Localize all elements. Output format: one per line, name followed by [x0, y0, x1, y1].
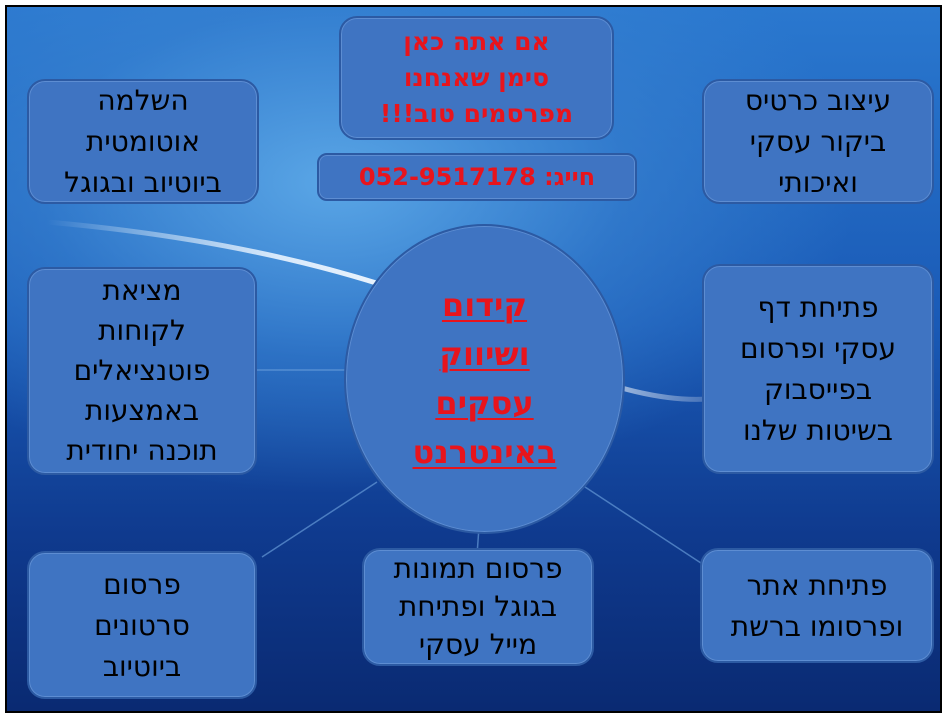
service-line: פרסום: [103, 567, 181, 601]
header-box: אם אתה כאן סימן שאנחנו מפרסמים טוב!!!: [339, 16, 614, 140]
service-line: בפייסבוק: [763, 373, 873, 406]
service-line: פתיחת דף: [757, 291, 879, 324]
center-topic-ellipse: קידום ושיווק עסקים באינטרנט: [344, 224, 625, 534]
service-line: פרסום תמונות: [393, 552, 563, 585]
service-line: בשיטות שלנו: [743, 414, 893, 447]
center-topic-line: עסקים: [435, 384, 534, 422]
service-line: השלמה: [97, 84, 189, 117]
service-line: לקוחות: [98, 314, 186, 347]
service-line: ביוטיוב ובגוגל: [64, 166, 222, 199]
service-line: ביקור עסקי: [749, 125, 887, 158]
center-topic-line: ושיווק: [439, 335, 530, 373]
service-line: עסקי ופרסום: [739, 332, 897, 365]
service-line: מציאת: [102, 274, 182, 307]
service-line: עיצוב כרטיס: [744, 84, 892, 117]
service-box-youtube-videos: פרסום סרטונים ביוטיוב: [27, 551, 257, 699]
connector-line-bottom-right: [581, 484, 708, 568]
connector-line-bottom-left: [261, 481, 378, 558]
service-line: ביוטיוב: [102, 649, 182, 683]
phone-box: חייג: 052-9517178: [317, 153, 637, 201]
service-box-find-customers: מציאת לקוחות פוטנציאלים באמצעות תוכנה יח…: [27, 267, 257, 475]
header-line: מפרסמים טוב!!!: [379, 99, 574, 128]
header-line: אם אתה כאן: [403, 27, 550, 56]
service-box-business-card: עיצוב כרטיס ביקור עסקי ואיכותי: [702, 79, 934, 204]
service-line: פתיחת אתר: [746, 568, 888, 602]
service-line: בגוגל ופתיחת: [398, 590, 558, 623]
center-topic-line: באינטרנט: [412, 433, 557, 471]
service-line: סרטונים: [94, 608, 190, 642]
phone-number: חייג: 052-9517178: [358, 163, 596, 191]
center-topic-line: קידום: [441, 286, 528, 324]
service-line: מייל עסקי: [418, 628, 538, 661]
service-line: תוכנה יחודית: [66, 434, 218, 467]
diagram-canvas: אם אתה כאן סימן שאנחנו מפרסמים טוב!!! חי…: [5, 5, 942, 713]
service-box-facebook-page: פתיחת דף עסקי ופרסום בפייסבוק בשיטות שלנ…: [702, 264, 934, 474]
service-box-google-images: פרסום תמונות בגוגל ופתיחת מייל עסקי: [362, 548, 594, 666]
service-line: פוטנציאלים: [73, 354, 211, 387]
service-line: אוטומטית: [86, 125, 200, 158]
service-line: ואיכותי: [778, 166, 858, 199]
service-box-autocomplete: השלמה אוטומטית ביוטיוב ובגוגל: [27, 79, 259, 204]
header-line: סימן שאנחנו: [403, 63, 550, 92]
service-line: באמצעות: [84, 394, 200, 427]
service-box-website: פתיחת אתר ופרסומו ברשת: [700, 548, 934, 663]
service-line: ופרסומו ברשת: [730, 609, 904, 643]
